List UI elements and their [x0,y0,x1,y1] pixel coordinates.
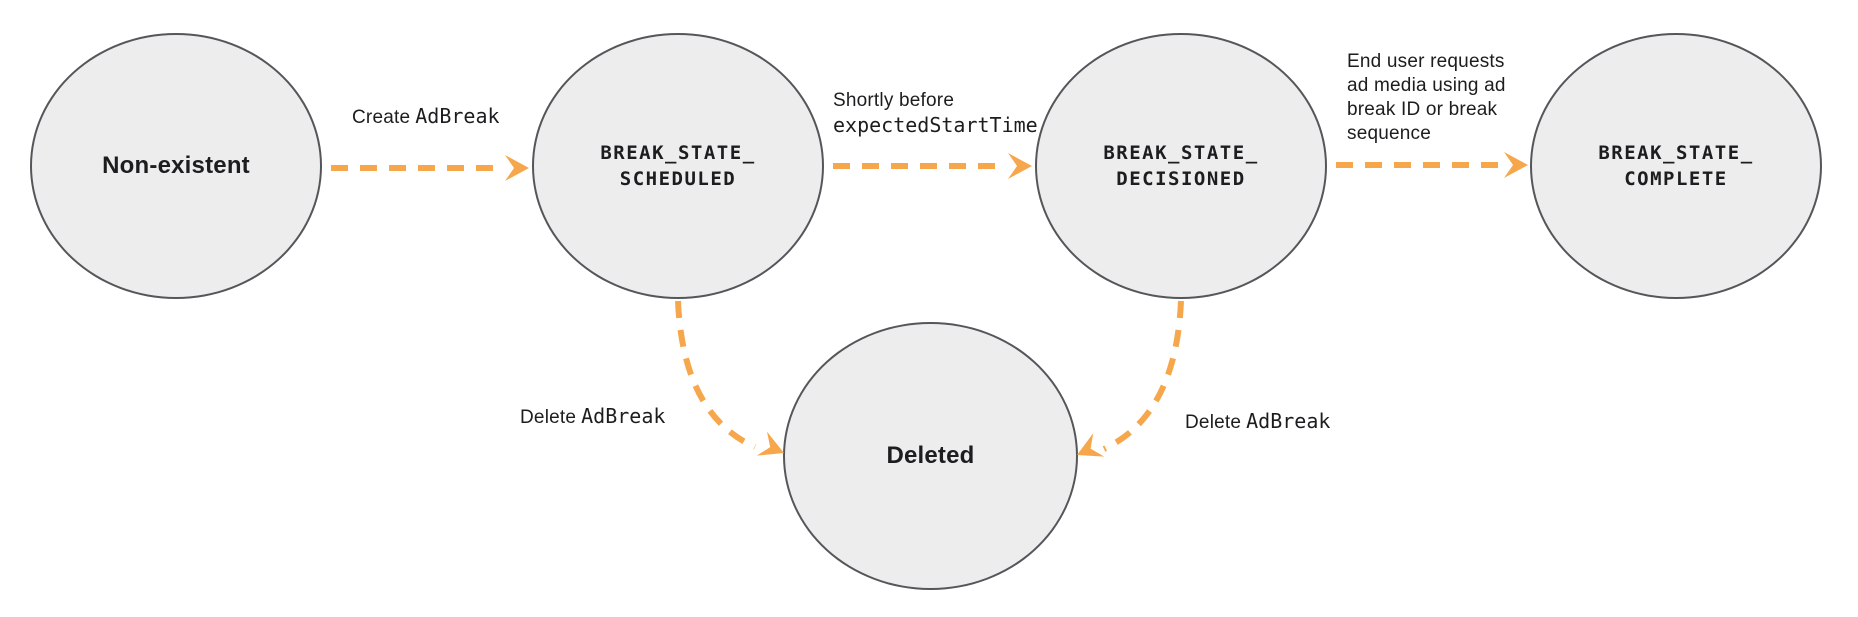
transition-label-create-code: AdBreak [415,104,500,128]
transition-label-enduser-line1: End user requests [1347,51,1505,72]
state-node-break-state-complete: BREAK_STATE_ COMPLETE [1530,33,1822,299]
state-label-non-existent: Non-existent [102,152,250,179]
transition-label-enduser-line4: sequence [1347,123,1432,144]
transition-label-shortly-line1: Shortly before [833,90,955,111]
state-label-decisioned-line2: DECISIONED [1116,168,1246,190]
state-label-complete-line2: COMPLETE [1624,168,1728,190]
transition-label-enduser-line2: ad media using ad [1347,75,1506,96]
transition-label-enduser-line3: break ID or break [1347,99,1498,120]
transition-label-delete-left-code: AdBreak [581,404,666,428]
state-node-break-state-decisioned: BREAK_STATE_ DECISIONED [1035,33,1327,299]
arrowhead-right-icon [1008,153,1032,179]
state-label-decisioned-line1: BREAK_STATE_ [1103,142,1259,164]
transition-label-create-plain: Create [352,107,411,128]
state-node-deleted: Deleted [783,322,1078,590]
transition-label-delete-right-code: AdBreak [1246,409,1331,433]
state-node-break-state-scheduled: BREAK_STATE_ SCHEDULED [532,33,824,299]
transition-label-shortly-before: Shortly before expectedStartTime [833,88,1038,138]
state-label-scheduled-line2: SCHEDULED [619,168,737,190]
arrowhead-right-icon [1504,152,1528,178]
state-label-scheduled-line1: BREAK_STATE_ [600,142,756,164]
transition-label-end-user-requests: End user requests ad media using ad brea… [1347,50,1506,146]
transition-label-delete-left-plain: Delete [520,407,577,428]
state-node-non-existent: Non-existent [30,33,322,299]
transition-label-delete-right-plain: Delete [1185,412,1242,433]
arrow-delete-from-scheduled [675,300,757,450]
arrowhead-right-icon [505,155,529,181]
arrow-delete-from-decisioned [1102,300,1184,452]
state-label-deleted: Deleted [886,442,975,469]
transition-label-shortly-line2-code: expectedStartTime [833,113,1038,137]
state-label-complete-line1: BREAK_STATE_ [1598,142,1754,164]
